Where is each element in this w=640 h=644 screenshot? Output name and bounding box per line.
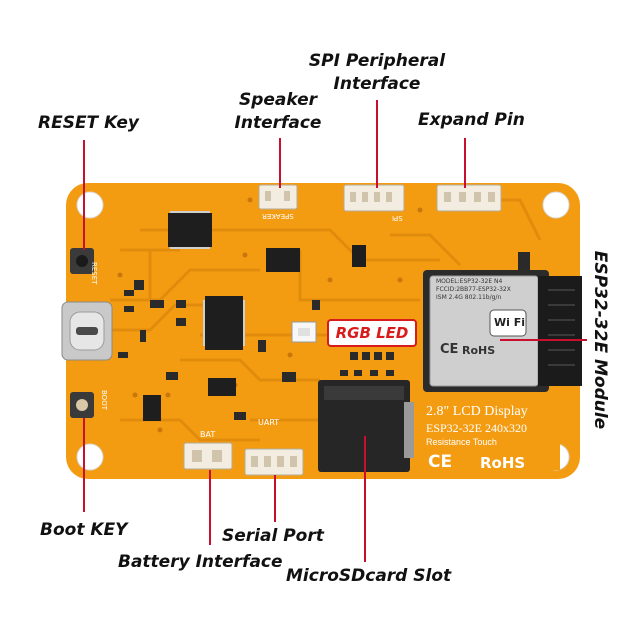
silk-spi: SPI bbox=[392, 214, 403, 222]
smd-components bbox=[118, 252, 530, 420]
label-serial-port: Serial Port bbox=[222, 526, 324, 546]
mount-hole bbox=[76, 443, 104, 471]
mount-hole bbox=[542, 191, 570, 219]
label-microsd-slot: MicroSDcard Slot bbox=[286, 566, 452, 586]
display-touch: Resistance Touch bbox=[426, 437, 497, 447]
module-model: MODEL:ESP32-32E N4 bbox=[436, 278, 503, 285]
label-speaker-interface: Speaker Interface bbox=[232, 90, 324, 133]
label-speaker-line2: Interface bbox=[234, 113, 322, 133]
pcb-traces bbox=[110, 198, 542, 442]
wifi-logo bbox=[489, 309, 527, 337]
label-spi-interface: SPI Peripheral Interface bbox=[302, 51, 452, 94]
expand-pin-connector bbox=[436, 184, 502, 212]
display-model: ESP32-32E 240x320 bbox=[426, 421, 528, 435]
callout-lines bbox=[83, 100, 587, 562]
rohs-mark: RoHS bbox=[480, 454, 526, 472]
label-spi-line1: SPI Peripheral bbox=[308, 51, 446, 71]
esp32-antenna bbox=[538, 276, 582, 386]
ic-chip bbox=[205, 296, 243, 350]
module-ism: ISM 2.4G 802.11b/g/n bbox=[436, 294, 502, 301]
module-wifi: Wi Fi bbox=[494, 316, 526, 329]
label-esp-module: ESP32-32E Module bbox=[590, 250, 610, 430]
display-silkscreen-area bbox=[420, 398, 560, 470]
silk-boot: BOOT bbox=[100, 390, 108, 410]
silk-uart: UART bbox=[258, 418, 280, 427]
label-rgb-led: RGB LED bbox=[327, 319, 417, 347]
module-ce: CE bbox=[440, 342, 459, 357]
silk-speaker: SPEAKER bbox=[262, 212, 294, 220]
label-battery-interface: Battery Interface bbox=[118, 552, 283, 572]
label-esp-module-text: ESP32-32E Module bbox=[590, 250, 610, 430]
battery-connector bbox=[183, 442, 233, 470]
mount-hole bbox=[76, 191, 104, 219]
ce-mark: CE bbox=[428, 452, 453, 472]
speaker-connector bbox=[258, 184, 298, 210]
ic-chip bbox=[208, 378, 236, 396]
microsd-slot bbox=[318, 380, 410, 472]
label-expand-pin: Expand Pin bbox=[418, 110, 525, 130]
module-fccid: FCCID:2BB77-ESP32-32X bbox=[436, 286, 511, 293]
ic-chip bbox=[352, 245, 366, 267]
ic-chip bbox=[266, 248, 300, 272]
label-boot-key: Boot KEY bbox=[40, 520, 128, 540]
ic-chip bbox=[168, 213, 212, 247]
module-text: MODEL:ESP32-32E N4 FCCID:2BB77-ESP32-32X… bbox=[436, 278, 511, 302]
silk-reset: RESET bbox=[90, 262, 98, 285]
label-spi-line2: Interface bbox=[333, 74, 421, 94]
label-reset-key: RESET Key bbox=[38, 113, 139, 133]
ic-pins bbox=[170, 211, 245, 346]
ic-chip bbox=[143, 395, 161, 421]
silk-bat: BAT bbox=[200, 430, 216, 439]
label-speaker-line1: Speaker bbox=[238, 90, 318, 110]
display-title: 2.8" LCD Display bbox=[426, 404, 528, 419]
module-rohs: RoHS bbox=[462, 344, 496, 357]
